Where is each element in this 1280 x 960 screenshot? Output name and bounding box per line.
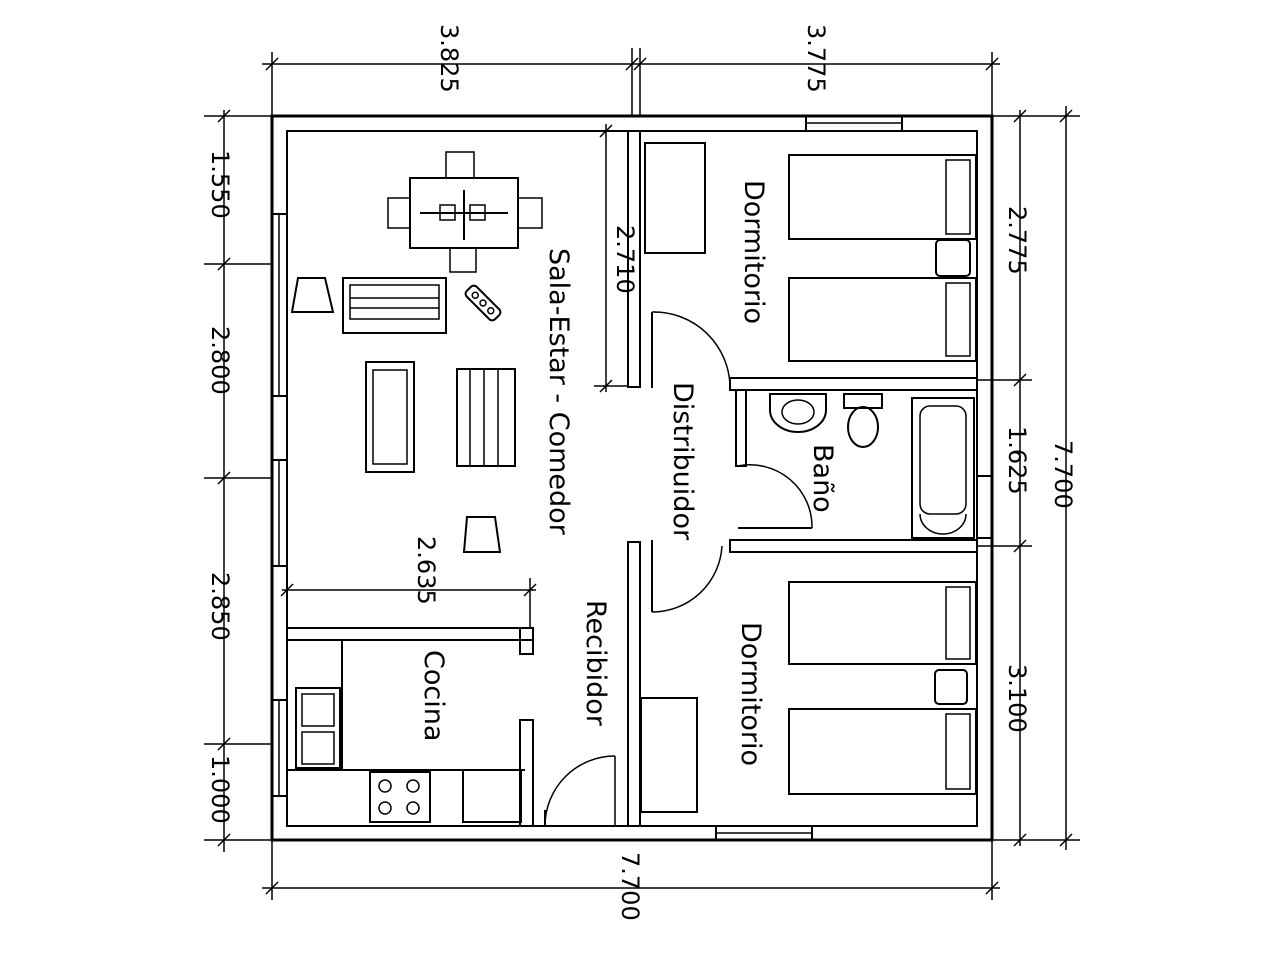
bedroom-top-furniture — [644, 142, 977, 362]
dim-right-1: 2.775 — [1003, 206, 1031, 275]
dining-table — [387, 151, 543, 273]
dimension-texts: 3.825 3.775 7.700 7.700 1.550 2.800 2.85… — [206, 24, 1077, 921]
dim-left-3: 2.850 — [206, 572, 234, 641]
room-label-bano: Baño — [807, 444, 838, 513]
dim-right-3: 3.100 — [1003, 664, 1031, 733]
dim-inner-vertical: 2.710 — [611, 225, 639, 294]
dim-right-total: 7.700 — [1049, 440, 1077, 509]
room-label-distribuidor: Distribuidor — [667, 382, 698, 541]
interior-walls — [286, 130, 978, 827]
bedroom-bottom-furniture — [640, 581, 977, 813]
dim-left-4: 1.000 — [206, 755, 234, 824]
bathroom-fixtures — [769, 393, 975, 539]
room-label-dormitorio-bottom: Dormitorio — [735, 622, 766, 766]
dim-bottom-total: 7.700 — [616, 852, 644, 921]
dim-top-left: 3.825 — [435, 24, 463, 93]
room-labels: Sala-Estar - Comedor Dormitorio Distribu… — [418, 180, 838, 766]
room-label-sala: Sala-Estar - Comedor — [543, 248, 574, 536]
kitchen-fixtures — [287, 640, 525, 823]
dim-left-1: 1.550 — [206, 150, 234, 219]
dimension-lines — [204, 48, 1080, 900]
living-furniture — [290, 277, 516, 553]
room-label-dormitorio-top: Dormitorio — [738, 180, 769, 324]
dim-left-2: 2.800 — [206, 326, 234, 395]
dim-right-2: 1.625 — [1003, 426, 1031, 495]
doors — [544, 311, 813, 827]
windows — [271, 115, 993, 841]
room-label-recibidor: Recibidor — [580, 600, 611, 727]
dim-inner-horizontal: 2.635 — [412, 536, 440, 605]
room-label-cocina: Cocina — [418, 650, 449, 741]
dim-top-right: 3.775 — [802, 24, 830, 93]
